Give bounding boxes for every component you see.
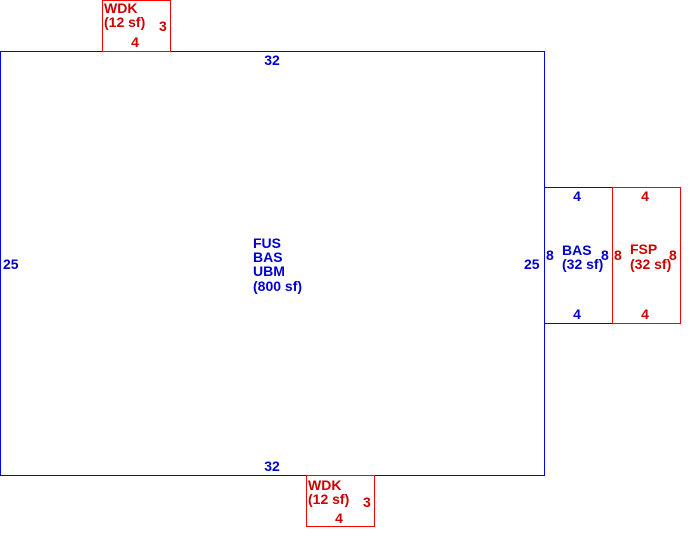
main-code-bas: BAS — [253, 249, 283, 265]
main-bottom-dimension: 32 — [264, 458, 280, 474]
bas-addition-top-dimension: 4 — [573, 188, 581, 204]
main-left-dimension: 25 — [3, 256, 19, 272]
wdk-top-area: (12 sf) — [104, 14, 145, 30]
bas-addition-area: (32 sf) — [562, 256, 603, 272]
bas-addition-code: BAS — [562, 242, 592, 258]
fsp-outline — [612, 187, 681, 324]
bas-addition-left-dimension: 8 — [546, 247, 554, 263]
main-code-fus: FUS — [253, 235, 281, 251]
fsp-right-dimension: 8 — [669, 247, 677, 263]
wdk-bottom-side-dimension: 3 — [363, 494, 371, 510]
fsp-code: FSP — [630, 241, 657, 257]
wdk-top-code: WDK — [104, 0, 137, 16]
main-right-dimension: 25 — [524, 256, 540, 272]
wdk-bottom-code: WDK — [308, 477, 341, 493]
wdk-top-bottom-dimension: 4 — [131, 34, 139, 50]
main-code-ubm: UBM — [253, 263, 285, 279]
bas-addition-right-dimension: 8 — [601, 247, 609, 263]
wdk-bottom-outline — [306, 475, 375, 527]
wdk-bottom-area: (12 sf) — [308, 491, 349, 507]
fsp-top-dimension: 4 — [641, 188, 649, 204]
main-area-label: (800 sf) — [253, 278, 302, 294]
fsp-bottom-dimension: 4 — [641, 306, 649, 322]
bas-addition-bottom-dimension: 4 — [573, 306, 581, 322]
wdk-top-side-dimension: 3 — [159, 18, 167, 34]
wdk-top-outline — [102, 0, 171, 52]
fsp-area: (32 sf) — [630, 256, 671, 272]
fsp-left-dimension: 8 — [614, 247, 622, 263]
main-top-dimension: 32 — [264, 52, 280, 68]
wdk-bottom-bottom-dimension: 4 — [335, 510, 343, 526]
